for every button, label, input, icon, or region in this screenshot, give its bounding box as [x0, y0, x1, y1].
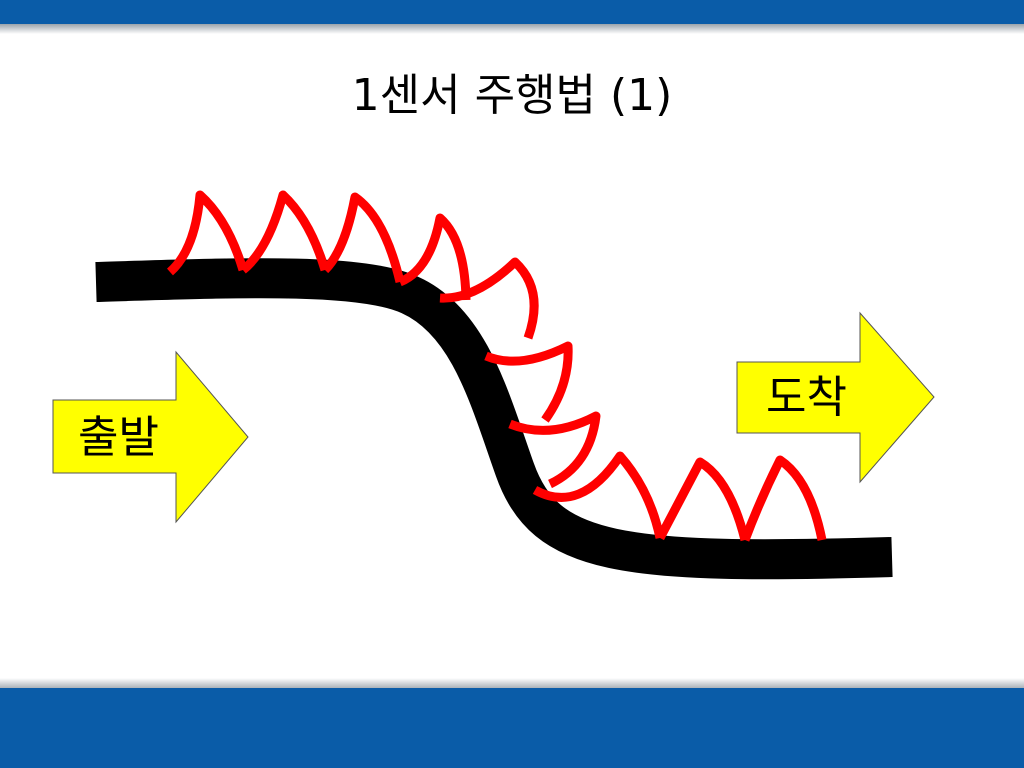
header-bar: [0, 0, 1024, 24]
start-arrow-label: 출발: [78, 412, 159, 463]
zigzag-segment-3: [321, 192, 405, 284]
header-shadow: [0, 24, 1024, 34]
sensor-zigzag-path: [166, 190, 827, 542]
zigzag-segment-10: [740, 455, 827, 542]
footer-bar: [0, 688, 1024, 768]
footer-shadow: [0, 678, 1024, 690]
black-track-line: [95, 258, 893, 580]
zigzag-segment-2: [240, 190, 330, 274]
goal-arrow-label: 도착: [766, 372, 847, 423]
zigzag-segment-8: [532, 451, 665, 539]
zigzag-segment-6: [484, 341, 573, 423]
zigzag-segment-9: [656, 457, 750, 542]
zigzag-segment-4: [398, 213, 471, 301]
start-arrow-shape: [52, 350, 249, 524]
zigzag-segment-1: [166, 190, 248, 276]
zigzag-segment-5: [439, 257, 539, 340]
slide-title: 1센서 주행법 (1): [351, 70, 673, 121]
zigzag-segment-7: [508, 411, 601, 489]
goal-arrow-shape: [736, 311, 935, 484]
